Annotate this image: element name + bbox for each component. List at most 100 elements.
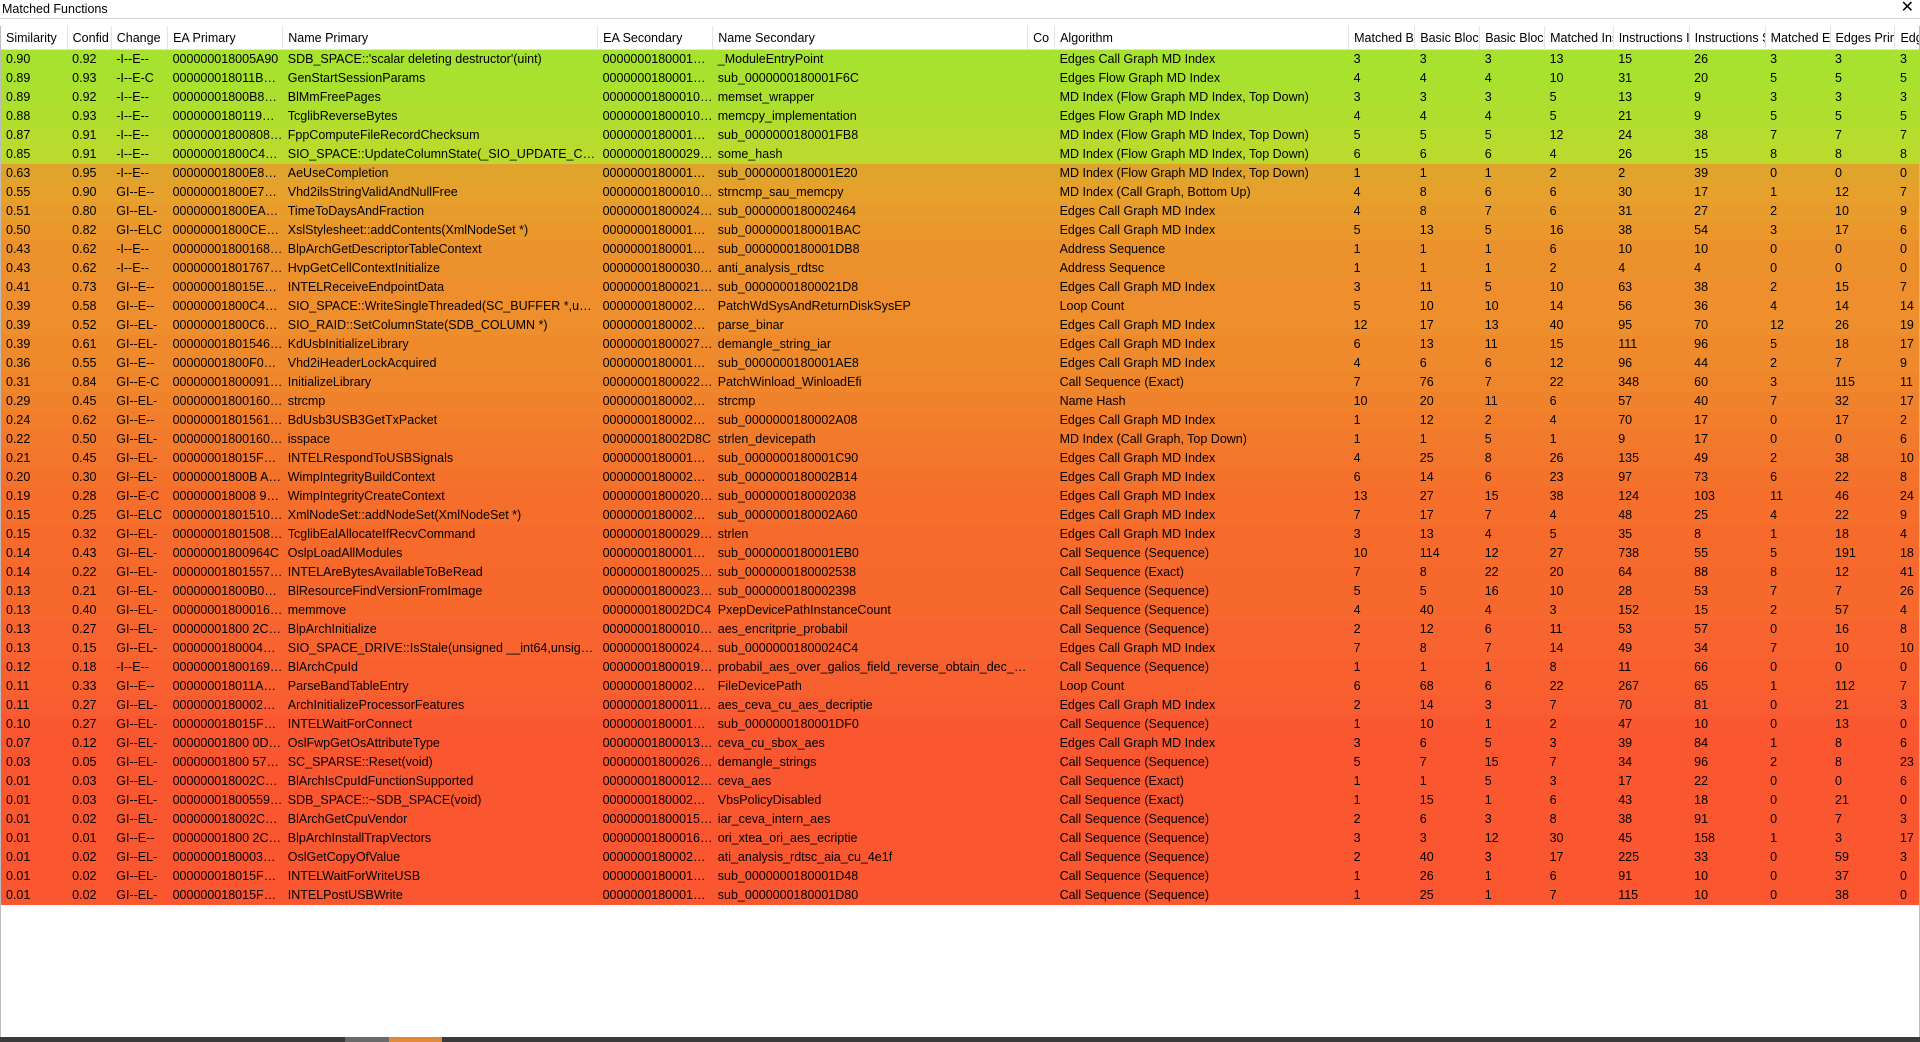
table-cell: 7: [1549, 698, 1557, 712]
column-header[interactable]: Matched B: [1348, 26, 1416, 50]
column-header[interactable]: Matched Inst: [1544, 26, 1614, 50]
table-cell: 2: [1549, 717, 1557, 731]
table-cell: 1: [1353, 432, 1361, 446]
horizontal-scrollbar[interactable]: [0, 1037, 1920, 1042]
column-header[interactable]: Algorithm: [1054, 26, 1350, 50]
table-cell: 5: [1899, 71, 1907, 85]
table-cell: 21: [1835, 698, 1849, 712]
table-row[interactable]: 0.390.52GI--EL-00000001800C6BC84SIO_RAID…: [1, 316, 1919, 335]
table-cell: 0: [1899, 242, 1907, 256]
table-cell: 000000018002D8C: [602, 432, 712, 446]
column-header[interactable]: Edg: [1894, 26, 1919, 50]
table-cell: _ModuleEntryPoint: [717, 52, 824, 66]
scrollbar-thumb-highlight[interactable]: [389, 1037, 442, 1042]
table-cell: 0.82: [72, 223, 97, 237]
column-header[interactable]: Name Secondary: [712, 26, 1029, 50]
column-header[interactable]: Confid: [67, 26, 112, 50]
table-cell: VbsPolicyDisabled: [717, 793, 822, 807]
column-header[interactable]: Instructions S: [1689, 26, 1766, 50]
table-cell: 1: [1353, 717, 1361, 731]
table-row[interactable]: 0.390.58GI--E--00000001800C4C8D4SIO_SPAC…: [1, 297, 1919, 316]
close-icon[interactable]: ✕: [1900, 0, 1914, 16]
column-header[interactable]: Similarity: [1, 26, 68, 50]
column-header[interactable]: EA Primary: [167, 26, 284, 50]
table-cell: 0: [1770, 793, 1778, 807]
table-cell: 10: [1419, 299, 1434, 313]
column-header[interactable]: Matched E: [1765, 26, 1831, 50]
column-header[interactable]: EA Secondary: [597, 26, 714, 50]
column-header[interactable]: Basic Block: [1414, 26, 1481, 50]
table-cell: 0.13: [6, 641, 31, 655]
table-cell: 0: [1770, 869, 1778, 883]
column-header[interactable]: Change: [111, 26, 169, 50]
table-cell: 40: [1694, 394, 1709, 408]
table-cell: 4: [1549, 413, 1557, 427]
table-cell: [1028, 430, 1055, 449]
table-cell: 0000000180001670: [602, 831, 713, 845]
table-cell: 0000000180002398: [602, 584, 713, 598]
table-cell: Call Sequence (Sequence): [1059, 755, 1209, 769]
table-cell: 6: [1353, 147, 1361, 161]
column-header[interactable]: Name Primary: [282, 26, 599, 50]
table-cell: 0000000180001540: [602, 812, 713, 826]
table-row[interactable]: 0.130.40GI--EL-00000001800016ACC0memmove…: [1, 601, 1919, 620]
table-cell: 7: [1484, 641, 1492, 655]
table-cell: [1028, 164, 1055, 183]
column-header[interactable]: Edges Prim: [1830, 26, 1896, 50]
table-cell: 2: [1549, 261, 1557, 275]
column-header[interactable]: Basic Block: [1479, 26, 1546, 50]
table-cell: 1: [1353, 660, 1361, 674]
column-header[interactable]: Co: [1027, 26, 1056, 50]
table-cell: -I--E--: [116, 166, 149, 180]
scrollbar-thumb[interactable]: [345, 1037, 389, 1042]
table-cell: 26: [1835, 318, 1849, 332]
column-header[interactable]: Instructions I: [1613, 26, 1690, 50]
table-cell: [1028, 335, 1055, 354]
table-cell: -I--E--: [116, 128, 149, 142]
table-cell: 191: [1835, 546, 1856, 560]
